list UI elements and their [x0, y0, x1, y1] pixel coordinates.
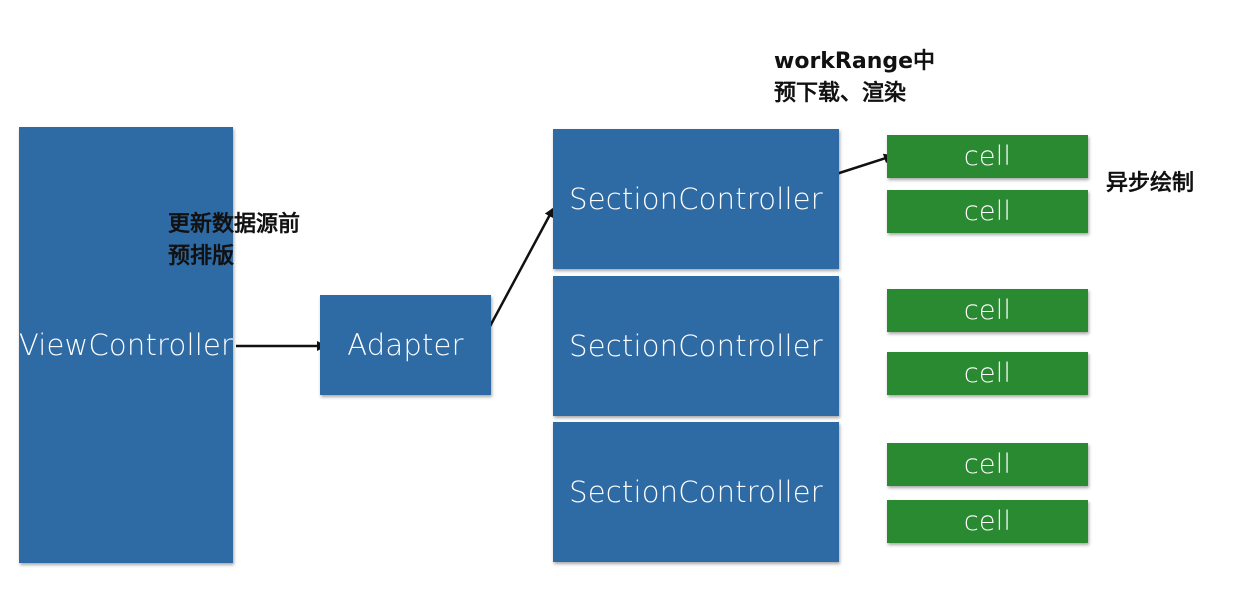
note-workrange: workRange中 预下载、渲染 — [774, 46, 935, 110]
view-controller-box: ViewController — [19, 127, 233, 563]
cell-label: cell — [963, 141, 1012, 172]
note-workrange-line-1: workRange中 — [774, 49, 936, 74]
cell-box-1: cell — [887, 135, 1088, 178]
arrow-sectioncontroller-to-cell — [829, 153, 894, 178]
section-controller-box-1: SectionController — [553, 129, 839, 269]
adapter-box: Adapter — [320, 295, 491, 395]
cell-box-3: cell — [887, 289, 1088, 332]
cell-box-6: cell — [887, 500, 1088, 543]
cell-label: cell — [963, 196, 1012, 227]
section-controller-label: SectionController — [569, 329, 823, 363]
note-prelayout-line-2: 预排版 — [168, 244, 235, 269]
note-prelayout-line-1: 更新数据源前 — [168, 212, 301, 237]
arrow-adapter-to-sectioncontroller — [479, 207, 555, 344]
section-controller-box-3: SectionController — [553, 422, 839, 562]
note-workrange-line-2: 预下载、渲染 — [774, 81, 907, 106]
section-controller-label: SectionController — [569, 475, 823, 509]
cell-label: cell — [963, 449, 1012, 480]
note-prelayout: 更新数据源前 预排版 — [168, 209, 300, 273]
cell-label: cell — [963, 295, 1012, 326]
adapter-label: Adapter — [347, 328, 464, 362]
section-controller-box-2: SectionController — [553, 276, 839, 416]
cell-box-4: cell — [887, 352, 1088, 395]
note-async-draw: 异步绘制 — [1106, 171, 1195, 196]
cell-label: cell — [963, 506, 1012, 537]
view-controller-label: ViewController — [18, 328, 234, 362]
cell-box-5: cell — [887, 443, 1088, 486]
cell-label: cell — [963, 358, 1012, 389]
cell-box-2: cell — [887, 190, 1088, 233]
section-controller-label: SectionController — [569, 182, 823, 216]
